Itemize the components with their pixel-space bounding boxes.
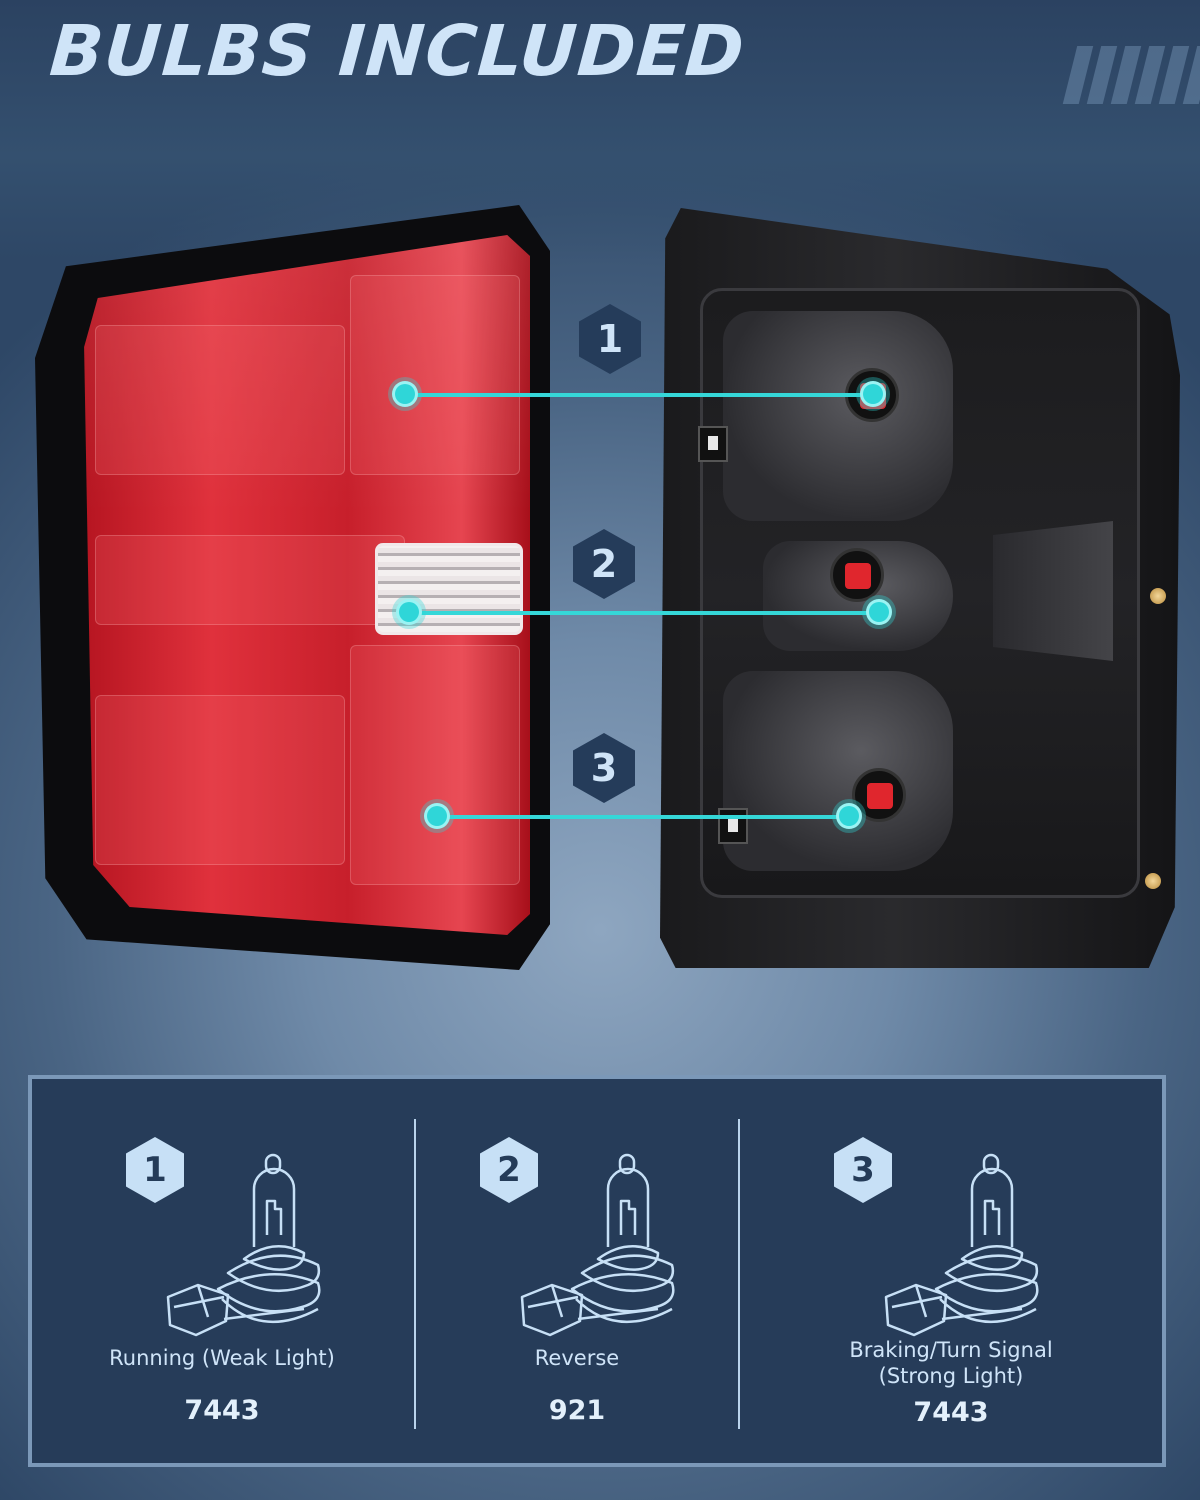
callout-dot-1-front: [392, 381, 418, 407]
callout-badge-1: 1: [579, 304, 641, 374]
callout-line-3: [437, 815, 849, 819]
bulb-item-1: 1 Running (Weak Light) 7443: [32, 1079, 412, 1463]
bulb-function-label: Reverse: [534, 1346, 620, 1370]
callout-line-1: [405, 393, 873, 397]
halogen-bulb-icon: [520, 1153, 675, 1337]
bulb-item-2: 2 Reverse 921: [416, 1079, 738, 1463]
bulb-function-label: Running (Weak Light): [109, 1346, 335, 1370]
tail-light-front-view: [35, 205, 550, 970]
decorative-stripes: [1060, 46, 1200, 104]
callout-badge-2: 2: [573, 529, 635, 599]
bulb-badge-1: 1: [126, 1137, 184, 1203]
callout-dot-2-rear: [866, 599, 892, 625]
bulb-function-sublabel: (Strong Light): [878, 1364, 1024, 1388]
bulbs-panel: 1 Running (Weak Light) 7443 2: [32, 1079, 1162, 1463]
bulb-socket-2: [830, 548, 884, 602]
bulb-function-label: Braking/Turn Signal: [849, 1338, 1053, 1362]
callout-badge-3: 3: [573, 733, 635, 803]
callout-dot-3-rear: [836, 803, 862, 829]
callout-dot-1-rear: [860, 381, 886, 407]
bulbs-panel-frame: 1 Running (Weak Light) 7443 2: [28, 1075, 1166, 1467]
header-background: [0, 0, 1200, 260]
bulb-badge-3: 3: [834, 1137, 892, 1203]
tail-light-rear-view: [660, 208, 1180, 968]
column-divider: [414, 1119, 416, 1429]
halogen-bulb-icon: [166, 1153, 321, 1337]
mounting-screw: [1150, 588, 1166, 604]
page-title: BULBS INCLUDED: [47, 10, 748, 92]
column-divider: [738, 1119, 740, 1429]
mounting-screw: [1145, 873, 1161, 889]
callout-dot-2-front: [396, 599, 422, 625]
bulb-code: 7443: [913, 1397, 989, 1428]
callout-line-2: [410, 611, 880, 615]
bulb-socket-3: [852, 768, 906, 822]
callout-dot-3-front: [424, 803, 450, 829]
bulb-code: 921: [548, 1395, 606, 1426]
mounting-clip: [698, 426, 728, 462]
mounting-clip: [718, 808, 748, 844]
reverse-light-lens: [375, 543, 523, 635]
bulb-item-3: 3 Braking/Turn Signal (Strong Light) 744…: [740, 1079, 1162, 1463]
halogen-bulb-icon: [884, 1153, 1039, 1337]
rear-housing-inner: [700, 288, 1140, 898]
bulb-code: 7443: [184, 1395, 260, 1426]
